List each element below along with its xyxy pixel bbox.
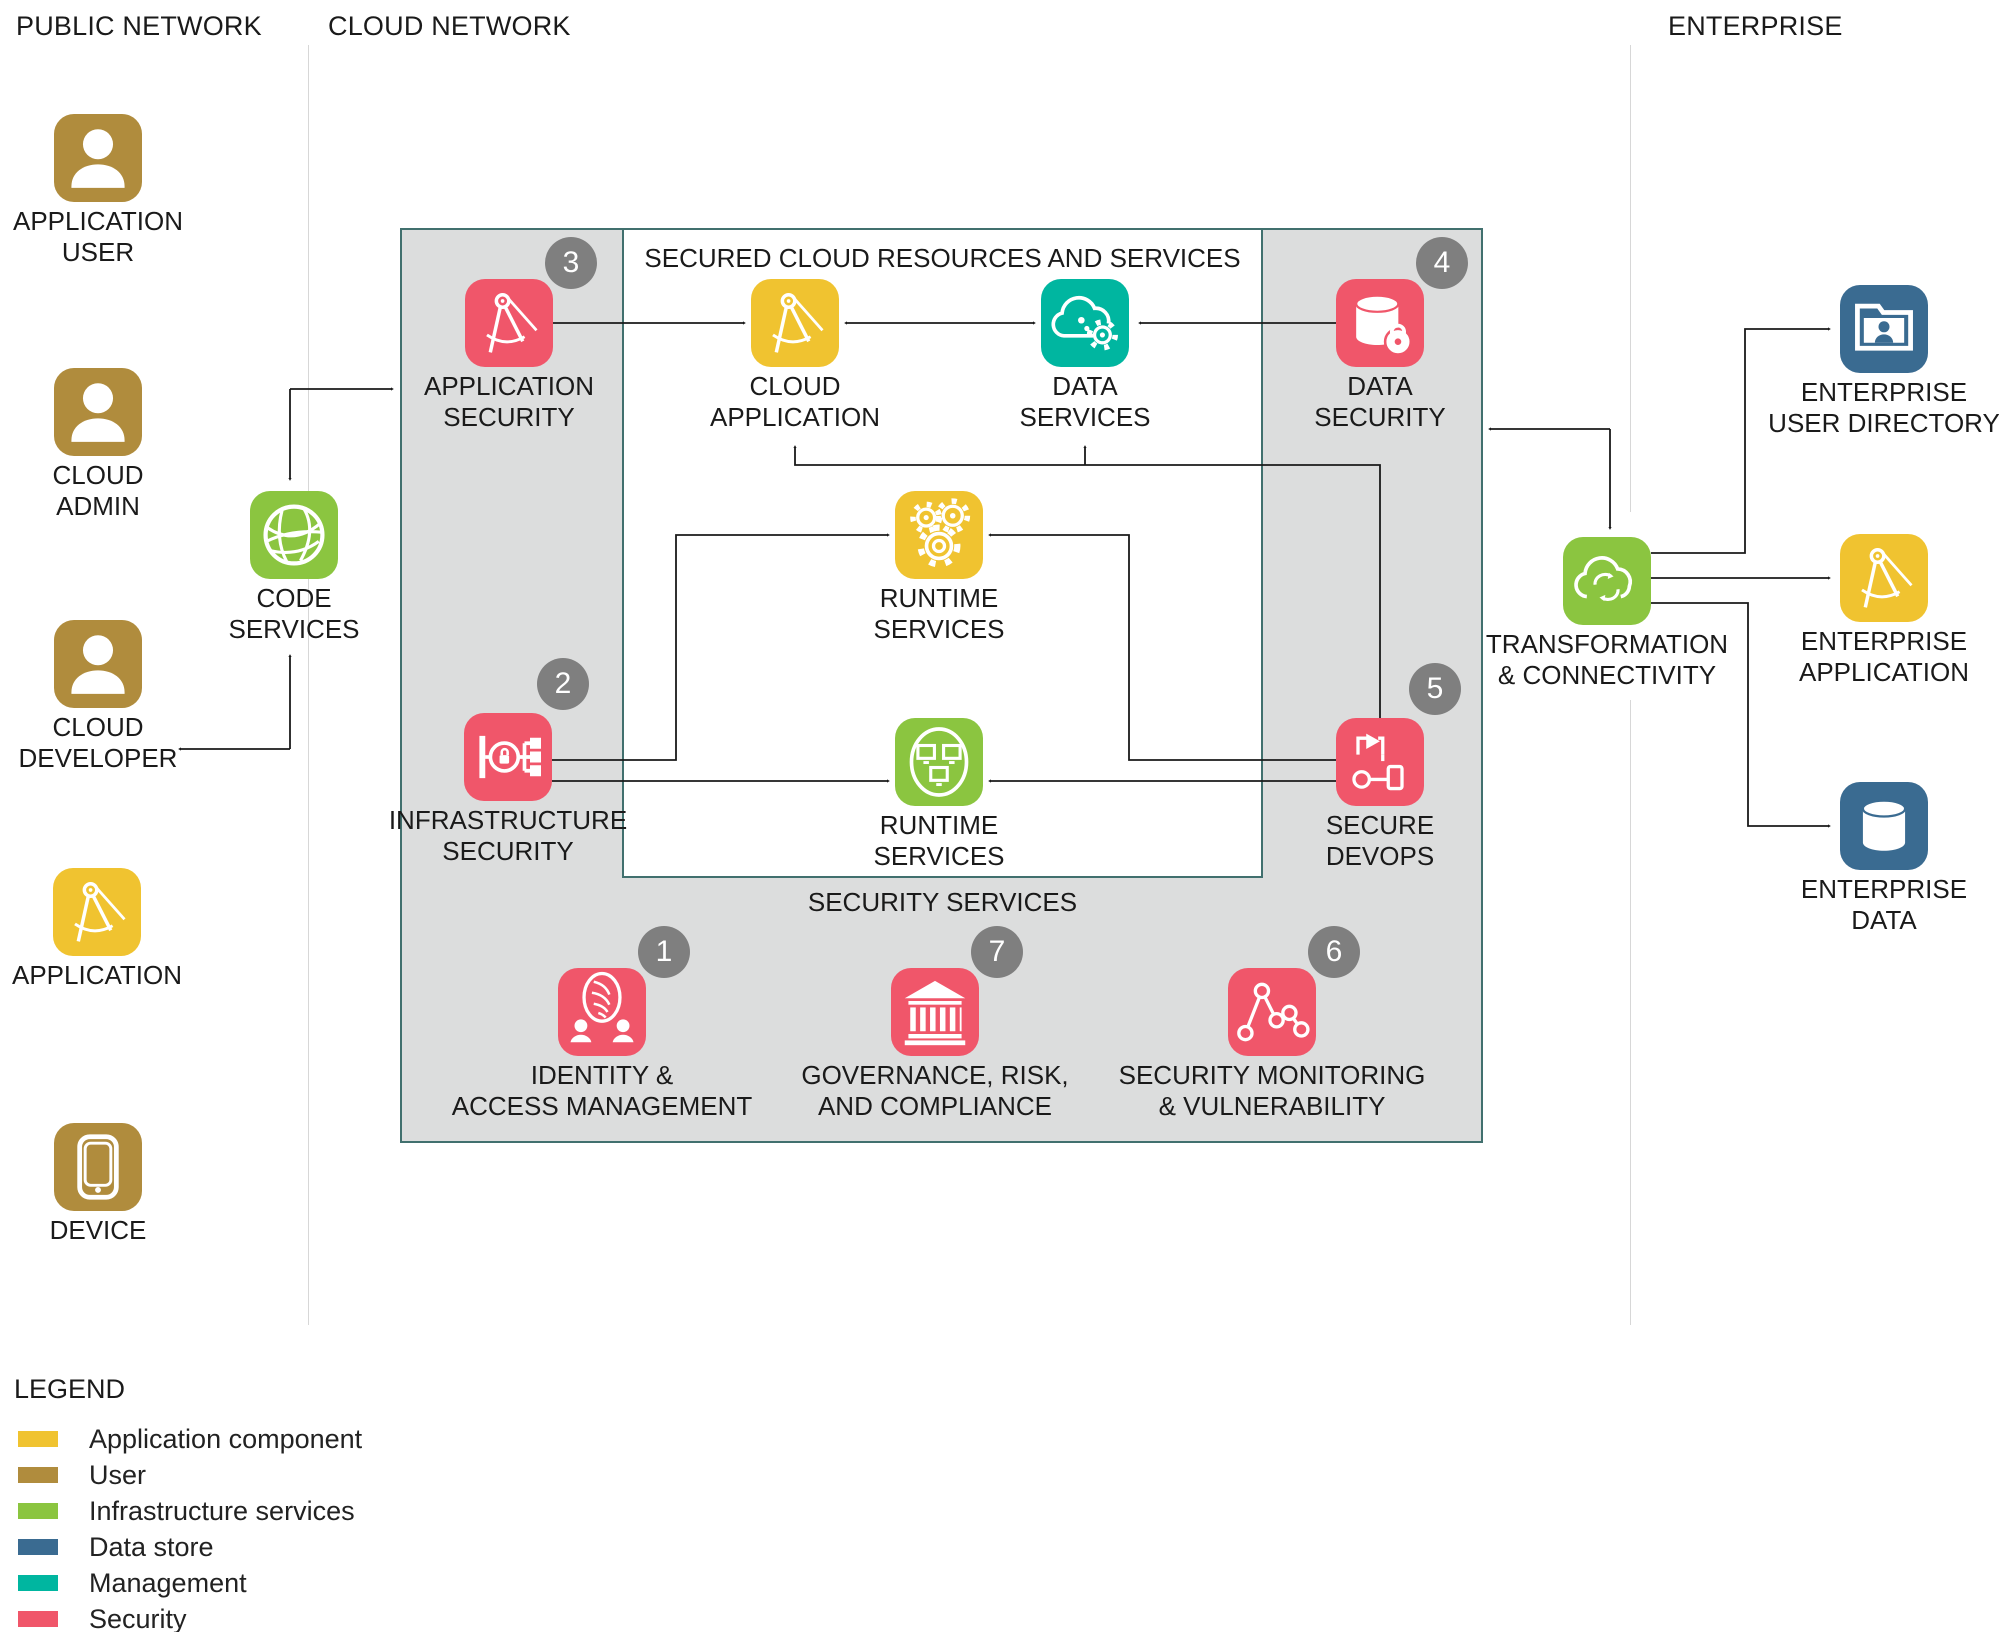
legend-swatch: [18, 1503, 58, 1519]
cloud-gear-icon: [1041, 279, 1129, 367]
step-badge: 2: [537, 658, 589, 710]
legend-swatch: [18, 1539, 58, 1555]
gears-icon: [895, 491, 983, 579]
legend: LEGEND Application component User Infras…: [14, 1374, 362, 1632]
compass-icon: [53, 868, 141, 956]
step-badge: 4: [1416, 237, 1468, 289]
lock-network-icon: [464, 713, 552, 801]
compass-icon: [751, 279, 839, 367]
cloud-sync-icon: [1563, 537, 1651, 625]
step-badge: 5: [1409, 663, 1461, 715]
user-icon: [54, 114, 142, 202]
step-badge: 1: [638, 926, 690, 978]
legend-item: Security: [14, 1601, 362, 1632]
zone-header-public-network: PUBLIC NETWORK: [16, 11, 262, 41]
legend-swatch: [18, 1431, 58, 1447]
security-services-label: SECURITY SERVICES: [807, 887, 1078, 917]
legend-item: Application component: [14, 1421, 362, 1457]
legend-swatch: [18, 1467, 58, 1483]
legend-title: LEGEND: [14, 1374, 126, 1404]
separator-cloud-enterprise-top: [1630, 45, 1631, 512]
step-badge: 3: [545, 237, 597, 289]
bank-icon: [891, 968, 979, 1056]
legend-item: User: [14, 1457, 362, 1493]
zone-header-cloud-network: CLOUD NETWORK: [328, 11, 571, 41]
compass-icon: [1840, 534, 1928, 622]
user-icon: [54, 368, 142, 456]
step-badge: 6: [1308, 926, 1360, 978]
legend-item: Infrastructure services: [14, 1493, 362, 1529]
user-icon: [54, 620, 142, 708]
separator-cloud-enterprise-bottom: [1630, 700, 1631, 1325]
legend-item: Data store: [14, 1529, 362, 1565]
flowchart-icon: [1336, 718, 1424, 806]
database-lock-icon: [1336, 279, 1424, 367]
legend-swatch: [18, 1611, 58, 1627]
tablet-icon: [54, 1123, 142, 1211]
legend-item: Management: [14, 1565, 362, 1601]
step-badge: 7: [971, 926, 1023, 978]
compass-icon: [465, 279, 553, 367]
network-graph-icon: [1228, 968, 1316, 1056]
separator-public-cloud: [308, 45, 309, 1325]
secured-resources-title: SECURED CLOUD RESOURCES AND SERVICES: [644, 243, 1241, 273]
zone-header-enterprise: ENTERPRISE: [1668, 11, 1843, 41]
legend-swatch: [18, 1575, 58, 1591]
fingerprint-users-icon: [558, 968, 646, 1056]
database-icon: [1840, 782, 1928, 870]
globe-icon: [250, 491, 338, 579]
monitors-icon: [895, 718, 983, 806]
folder-user-icon: [1840, 285, 1928, 373]
